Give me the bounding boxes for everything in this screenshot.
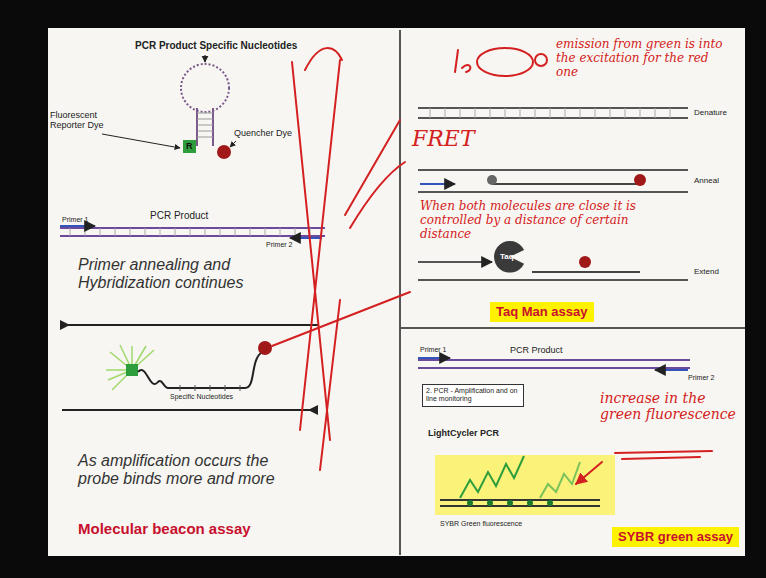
node-text: Taq: [500, 252, 514, 262]
step-box: 2. PCR - Amplification and on line monit…: [422, 384, 524, 407]
handwritten-note: When both molecules are close it is cont…: [420, 200, 660, 241]
node-text: SYBR green assay: [618, 529, 733, 545]
slide-text: Quencher Dye: [234, 128, 292, 138]
assay-title: Molecular beacon assay: [78, 520, 251, 537]
slide-ground: [48, 28, 745, 556]
slide-caption: Primer annealing and Hybridization conti…: [78, 256, 288, 293]
node-text: R: [186, 141, 193, 152]
panel-divider: [400, 327, 745, 329]
step-label: Extend: [694, 267, 719, 276]
handwritten-note: FRET: [412, 126, 475, 151]
slide-text: Specific Nucleotides: [170, 393, 233, 401]
pcr-product-strands: [60, 226, 325, 238]
step-label: Anneal: [694, 176, 719, 185]
taq-polymerase: Taq: [494, 244, 526, 270]
step-label: Denature: [694, 108, 727, 117]
handwritten-note: emission from green is into the excitati…: [556, 38, 734, 79]
node-text: Taq Man assay: [496, 304, 588, 320]
primer-label: Primer 1: [420, 346, 446, 354]
handwritten-note: increase in the green fluorescence: [600, 390, 738, 422]
slide-text: SYBR Green fluorescence: [440, 520, 522, 528]
slide-text: PCR Product: [150, 210, 208, 222]
taq-pacman: [494, 241, 524, 273]
reporter-dye: R: [183, 140, 196, 153]
assay-title-band: SYBR green assay: [612, 527, 739, 547]
slide-text: Fluorescent Reporter Dye: [50, 110, 112, 131]
slide-text: PCR Product: [510, 345, 563, 355]
sybr-illustration: [418, 358, 690, 515]
slide-text: PCR Product Specific Nucleotides: [135, 40, 297, 52]
primer-label: Primer 2: [688, 374, 714, 382]
slide-caption: As amplification occurs the probe binds …: [78, 452, 300, 489]
primer-label: Primer 1: [62, 216, 88, 224]
primer-label: Primer 2: [266, 241, 292, 249]
bound-beacon: [60, 320, 318, 415]
hairpin-probe: [102, 55, 236, 159]
assay-title-band: Taq Man assay: [490, 302, 594, 322]
panel-divider: [399, 30, 401, 555]
node-text: 2. PCR - Amplification and on line monit…: [426, 387, 520, 404]
slide-text: LightCycler PCR: [428, 428, 499, 438]
